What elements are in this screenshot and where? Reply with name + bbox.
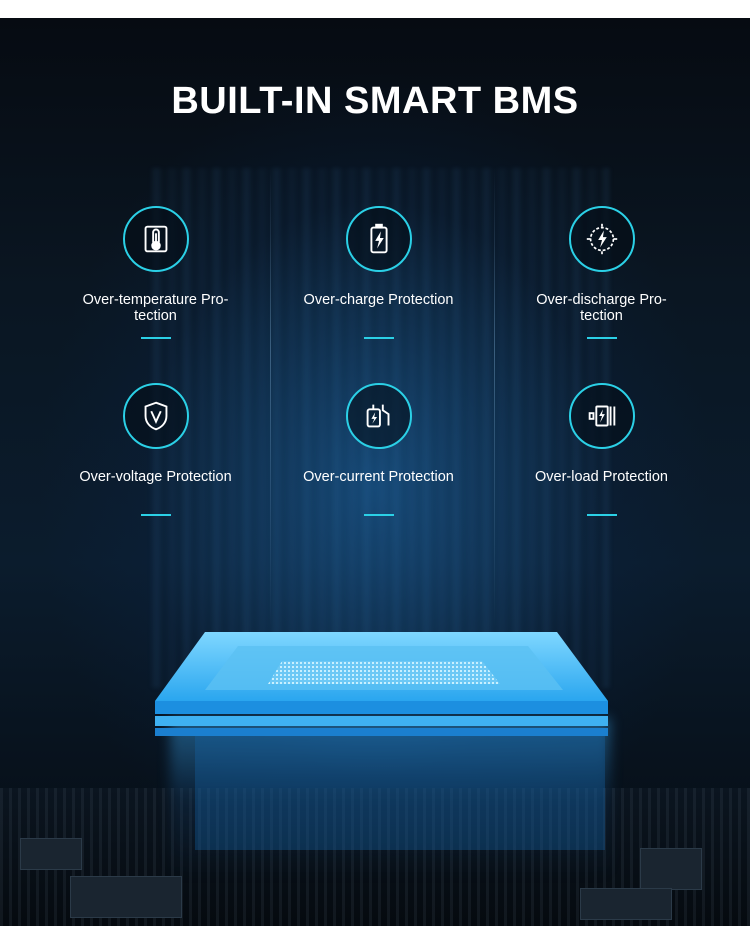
bms-chip-illustration [0, 18, 750, 926]
accent-underline [586, 337, 617, 339]
shield-v-icon [122, 383, 189, 449]
thermometer-icon [122, 206, 189, 272]
feature-over-temperature: Over-temperature Pro- tection [44, 186, 267, 351]
feature-label: Over-temperature Pro- tection [82, 292, 229, 324]
feature-over-current: Over-current Protection [267, 363, 490, 528]
chip-glow [170, 718, 610, 878]
battery-charge-icon [345, 206, 412, 272]
accent-underline [140, 337, 171, 339]
feature-over-discharge: Over-discharge Pro- tection [490, 186, 713, 351]
column-divider [494, 168, 495, 628]
bms-poster: BUILT-IN SMART BMS Over-temperature Pro-… [0, 18, 750, 926]
load-bars-icon [568, 383, 635, 449]
feature-over-charge: Over-charge Protection [267, 186, 490, 351]
accent-underline [363, 337, 394, 339]
feature-label: Over-current Protection [303, 469, 454, 485]
feature-label: Over-load Protection [535, 469, 668, 485]
feature-label: Over-charge Protection [303, 292, 454, 308]
column-divider [270, 168, 271, 628]
accent-underline [363, 514, 394, 516]
feature-over-load: Over-load Protection [490, 363, 713, 528]
discharge-burst-icon [568, 206, 635, 272]
feature-label: Over-discharge Pro- tection [536, 292, 667, 324]
feature-label: Over-voltage Protection [79, 469, 232, 485]
page-title: BUILT-IN SMART BMS [171, 80, 579, 122]
accent-underline [140, 514, 171, 516]
current-circuit-icon [345, 383, 412, 449]
chip-graphic [155, 632, 608, 850]
feature-over-voltage: Over-voltage Protection [44, 363, 267, 528]
feature-grid: Over-temperature Pro- tection Over-charg… [44, 186, 714, 528]
accent-underline [586, 514, 617, 516]
